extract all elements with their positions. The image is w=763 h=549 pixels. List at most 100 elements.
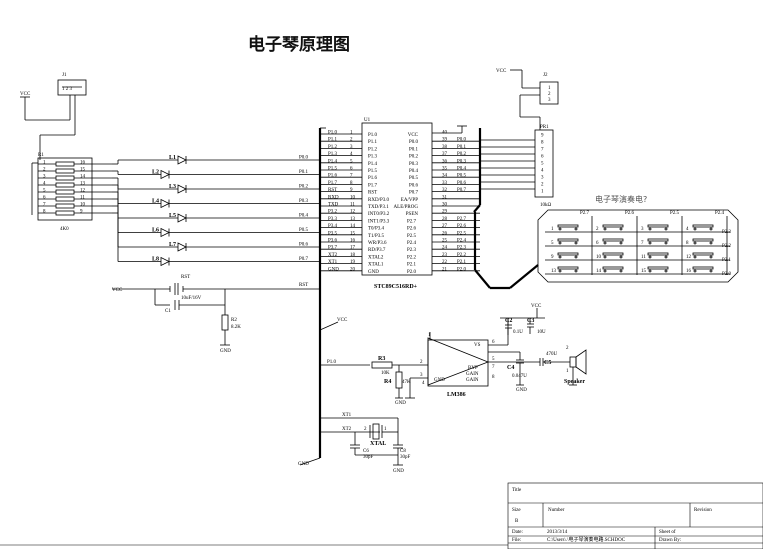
u1-left-net: P1.3 bbox=[328, 152, 338, 157]
u1-left-pin: P1.7 bbox=[368, 183, 378, 188]
u1-left-num: 18 bbox=[350, 253, 356, 258]
r1-element bbox=[55, 210, 75, 216]
u1-left-net: P1.0 bbox=[328, 131, 338, 136]
u1-left-pin: RST bbox=[368, 191, 377, 196]
u1-left-num: 10 bbox=[350, 195, 356, 200]
u1-left-net: P3.4 bbox=[328, 224, 338, 229]
u1-left-net: TXD bbox=[328, 203, 339, 208]
kb-key-num: 7 bbox=[641, 241, 644, 246]
vcc-label-j2: VCC bbox=[496, 69, 507, 74]
led-ref: L1 bbox=[169, 155, 176, 161]
led-net: P0.0 bbox=[299, 156, 309, 161]
spk-pin-2: 2 bbox=[566, 346, 569, 351]
u1-right-num: 30 bbox=[442, 203, 448, 208]
u1-left-pin: RD/P3.7 bbox=[368, 248, 386, 253]
amp-pin-3: 3 bbox=[420, 373, 423, 378]
diagram-title: 电子琴原理图 bbox=[248, 34, 350, 55]
u1-right-pin: P0.3 bbox=[409, 162, 419, 167]
xtal-ref: XTAL bbox=[370, 441, 386, 447]
u1-right-net: P2.7 bbox=[457, 217, 467, 222]
c1-ref: C1 bbox=[165, 309, 171, 314]
pr1-ref: PR1 bbox=[540, 125, 549, 130]
u1-right-num: 34 bbox=[442, 174, 448, 179]
u1-left-pin: XTAL1 bbox=[368, 263, 384, 268]
r1-right-num: 13 bbox=[80, 182, 86, 187]
c8-value: 30pF bbox=[400, 455, 411, 460]
kb-key-num: 12 bbox=[686, 255, 692, 260]
kb-key-contact bbox=[693, 269, 697, 273]
static-wiring bbox=[0, 69, 763, 549]
r1-value: 4K0 bbox=[60, 227, 69, 232]
u1-part: STC89C516RD+ bbox=[374, 284, 418, 290]
kb-key-contact bbox=[603, 269, 607, 273]
amp-pin-6: 6 bbox=[492, 340, 495, 345]
kb-key-cap bbox=[647, 224, 669, 228]
kb-key-contact bbox=[664, 241, 668, 245]
u1-left-num: 7 bbox=[350, 174, 353, 179]
u1-right-num: 24 bbox=[442, 246, 448, 251]
u1-right-net: P0.4 bbox=[457, 167, 467, 172]
u1-right-pin: PSEN bbox=[406, 212, 419, 217]
amp-gain-1: GAIN bbox=[466, 372, 479, 377]
led-ref: L6 bbox=[152, 228, 159, 234]
tb-sheet-label: Sheet of bbox=[659, 530, 676, 535]
u1-right-pin: P0.1 bbox=[409, 147, 419, 152]
u1-right-num: 28 bbox=[442, 217, 448, 222]
rst-button-label: RST bbox=[181, 275, 190, 280]
u1-right-pin: P2.6 bbox=[407, 227, 417, 232]
u1-right-pin: VCC bbox=[408, 133, 419, 138]
keyboard-title: 电子琴演奏电? bbox=[595, 194, 647, 204]
u1-left-net: P3.6 bbox=[328, 239, 338, 244]
led-net: P0.2 bbox=[299, 185, 309, 190]
kb-key-cap bbox=[692, 238, 714, 242]
u1-left-num: 19 bbox=[350, 260, 356, 265]
u1-right-num: 37 bbox=[442, 152, 448, 157]
kb-key-num: 8 bbox=[686, 241, 689, 246]
u1-right-num: 23 bbox=[442, 253, 448, 258]
u1-right-net: P2.0 bbox=[457, 267, 467, 272]
u1-left-net: P3.5 bbox=[328, 231, 338, 236]
kb-key-cap bbox=[557, 224, 579, 228]
u1-ref: U1 bbox=[364, 118, 371, 123]
j1-ref: J1 bbox=[62, 73, 67, 78]
led-symbol bbox=[160, 256, 170, 267]
u1-left-num: 4 bbox=[350, 152, 353, 157]
r2-ref: R2 bbox=[231, 318, 237, 323]
r4-value: 47K bbox=[402, 380, 411, 385]
u1-right-net: P0.2 bbox=[457, 152, 467, 157]
u1-right-pin: P2.0 bbox=[407, 270, 417, 275]
vcc-label-reset: VCC bbox=[112, 288, 123, 293]
tb-file-value: C:\Users\.\电子琴演奏电路.SCHDOC bbox=[547, 536, 626, 543]
kb-key-num: 11 bbox=[641, 255, 646, 260]
kb-key-contact bbox=[574, 269, 578, 273]
u1-left-net: XT2 bbox=[328, 253, 338, 258]
u1-right-net: P2.3 bbox=[457, 246, 467, 251]
kb-key-contact bbox=[648, 227, 652, 231]
u1-left-num: 2 bbox=[350, 138, 353, 143]
pr1-pin: 1 bbox=[541, 190, 544, 195]
pr1-pin: 4 bbox=[541, 169, 544, 174]
kb-key-cap bbox=[602, 238, 624, 242]
amp-gain-2: GAIN bbox=[466, 378, 479, 383]
r1-left-num: 6 bbox=[43, 196, 46, 201]
amp-pin-2: 2 bbox=[420, 360, 423, 365]
c4-ref: C4 bbox=[507, 365, 514, 371]
u1-right-net: P2.4 bbox=[457, 239, 467, 244]
u1-left-num: 12 bbox=[350, 210, 356, 215]
kb-key-cap bbox=[602, 252, 624, 256]
xt2-label: XT2 bbox=[342, 427, 352, 432]
u1-right-net: P2.2 bbox=[457, 253, 467, 258]
kb-key-contact bbox=[574, 255, 578, 259]
r1-element bbox=[55, 175, 75, 181]
u1-left-net: P1.1 bbox=[328, 138, 338, 143]
u1-right-pin: P2.1 bbox=[407, 263, 417, 268]
pr1-pin: 7 bbox=[541, 148, 544, 153]
kb-key-contact bbox=[558, 255, 562, 259]
kb-key-contact bbox=[693, 241, 697, 245]
u1-right-pin: P0.6 bbox=[409, 183, 419, 188]
u1-left-num: 9 bbox=[350, 188, 353, 193]
led-ref: L2 bbox=[152, 170, 159, 176]
kb-key-cap bbox=[557, 238, 579, 242]
tb-file-label: File: bbox=[512, 538, 521, 543]
